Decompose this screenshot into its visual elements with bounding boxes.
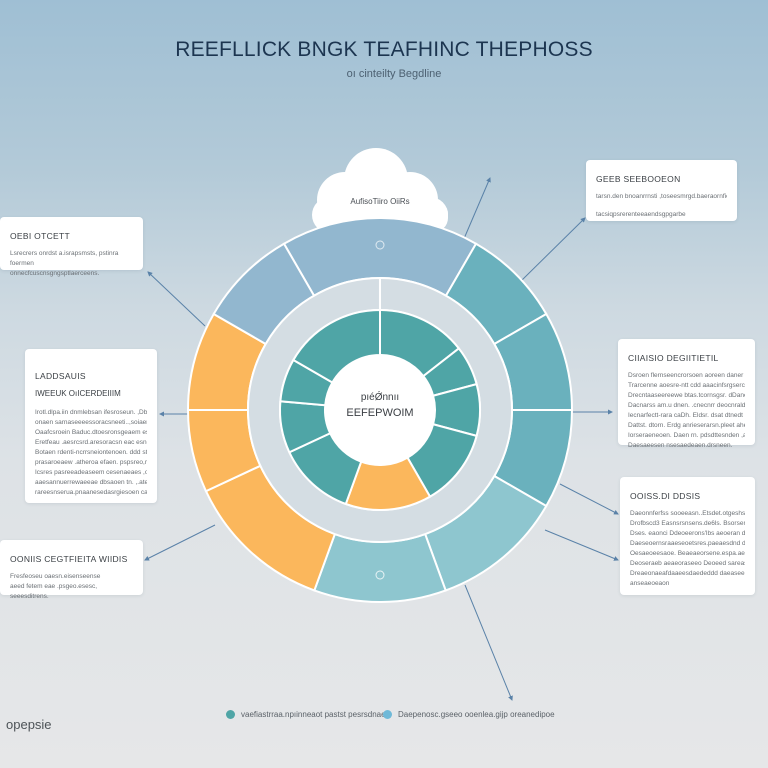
- connector-arrow: [147, 271, 206, 327]
- card-mid-left: LADDSAUIS IWEEUK OıICERDEIIIM Irotl.dlpa…: [25, 349, 157, 503]
- card-top-right: GEEB SEEBOOEON tarsn.den bnoanrrnsti ,to…: [586, 160, 737, 221]
- bottom-segment-marker-icon: [375, 570, 385, 580]
- card-mid-left-line: Botaen rdenti-ncrrsneiontenoen. ddd sttr…: [35, 449, 147, 456]
- center-hub: [325, 355, 435, 465]
- card-mid-right: CIIAISIO DEGIITIETIL Dsroen flernseencro…: [618, 339, 755, 449]
- card-mid-left-line: onaen sarnaseeeessoracsneeti..,soiaerson…: [35, 419, 147, 426]
- card-mid-right-line: Drecntaaseereewe btas.tcornsgsr. dDanene…: [628, 392, 745, 399]
- footer-brand: opepsie: [6, 717, 52, 732]
- legend-swatch-blue: [383, 710, 392, 719]
- card-bottom-right-line: Dses. eaonci Ddeoeerons'lbs aeoeran deaa…: [630, 530, 745, 537]
- legend-swatch-teal: [226, 710, 235, 719]
- legend-item: vaefiastrraa.npıinneaot pastst pesrsdnae: [226, 710, 386, 719]
- card-top-right-line: tarsn.den bnoanrrnsti ,toseesmrgd.baerao…: [596, 193, 727, 200]
- card-mid-left-line: prasaroeaew .atheroa efaen. pspsreo,rosc…: [35, 459, 147, 466]
- card-mid-right-line: Dattst. dtorn. Erdg anrieserarsn.pleet a…: [628, 422, 745, 429]
- card-mid-left-line: Icsres pasreeadeaseem cesenaeaes ,ooddes…: [35, 469, 147, 476]
- card-mid-left-line: Eretfeau .aesrcsrd.aresoracsn eac esnce …: [35, 439, 147, 446]
- card-bottom-right-line: Oesaeoeesaoe. Beaeaeorsene.espa.aeeaeo .…: [630, 550, 745, 557]
- card-mid-right-line: Dsroen flernseencrorsoen aoreen daner an…: [628, 372, 745, 379]
- card-bottom-left-heading: OONIIS CEGTFIEITA WIIDIS: [10, 554, 128, 564]
- connector-arrow: [144, 524, 216, 561]
- card-bottom-left: OONIIS CEGTFIEITA WIIDIS Fresfeoseu oaes…: [0, 540, 143, 600]
- card-bottom-right-line: Daeonnferfss sooeeasn..Etsdet.otgeshsel: [630, 510, 745, 517]
- card-bottom-left-line: Fresfeoseu oaesn.eisenseense: [10, 573, 101, 580]
- card-mid-right-line: Iecnarfectt-rara caDh. Eldsr. dsat dtned…: [628, 412, 743, 419]
- connector-arrow: [464, 584, 513, 701]
- connector-arrow: [519, 217, 586, 283]
- card-mid-right-heading: CIIAISIO DEGIITIETIL: [628, 353, 719, 363]
- page-subtitle: oı cinteilty Begdline: [346, 68, 442, 80]
- top-segment-marker-icon: [375, 240, 385, 250]
- card-mid-right-line: Daesaeesen nsesaedeaen.drsneen.: [628, 442, 733, 449]
- legend-item: Daepenosc.gseeo ooenlea.gijp oreanedipoe: [383, 710, 555, 719]
- page-title: REEFLLICK BNGK TEAFHINC THEPHOSS: [175, 38, 593, 61]
- card-top-left-line: onnecfcuscnsgngsptlaerceens.: [10, 270, 100, 277]
- connector-arrow: [559, 483, 619, 515]
- card-bottom-right-line: Deoseraeb aeaeoraseeo Deoeed sareaseoeoe…: [630, 560, 745, 567]
- card-mid-left-line: Oaafcsroein Baduc.dtoesronsgeaem esrcg: [35, 429, 147, 436]
- card-mid-right-line: Dacnarss am.u dnen. .cnecnrr deocnraldsa…: [628, 402, 745, 409]
- card-top-right-heading: GEEB SEEBOOEON: [596, 174, 681, 184]
- card-mid-left-line: Irotl.dlpa.iin dnmlebsan ifesroseun. ,Db…: [35, 409, 147, 416]
- center-label-line1: pıéǾnnıı: [361, 390, 399, 403]
- card-mid-left-line: aaesannuerrewaeeae dbsaoen tn. ,.atetfg: [35, 479, 147, 486]
- cloud-label: AufisoTiiro OiiRs: [350, 197, 409, 206]
- card-mid-left-heading: LADDSAUIS: [35, 371, 86, 381]
- card-bottom-right-line: Dreaeonaeafdaaeesdaededdd daeaseeneae ae…: [630, 570, 745, 577]
- connector-arrow: [459, 177, 491, 249]
- card-bottom-right-heading: OOISS.DI DDSIS: [630, 491, 701, 501]
- card-bottom-right: OOISS.DI DDSIS Daeonnferfss sooeeasn..Et…: [620, 477, 755, 595]
- card-bottom-left-line: aeed fetem eae .psgeo.esesc, seeesditren…: [10, 583, 98, 600]
- card-bottom-right-line: anseaeoeaon: [630, 580, 670, 587]
- card-mid-right-line: Iorseraeneoen. Daen rn. pdsdttesnden ,an…: [628, 432, 745, 439]
- card-top-left-heading: OEBI OTCETT: [10, 231, 70, 241]
- card-mid-left-subheading: IWEEUK OıICERDEIIIM: [35, 389, 121, 398]
- card-top-right-line: tacsiqpsrerenteeaendsgpgarbe: [596, 211, 686, 218]
- card-top-left: OEBI OTCETT Lsrecrers onrdst a.israpsmst…: [0, 217, 143, 277]
- card-top-left-line: Lsrecrers onrdst a.israpsmsts, pstinra f…: [10, 250, 119, 267]
- card-mid-left-line: rareesnserua.pnaanesedasrgiesoen careaor…: [35, 489, 147, 496]
- center-label-line2: EEFEPWOIM: [346, 407, 413, 419]
- card-bottom-right-line: Drofbscd3 Easnsrsnsens.de6ls. Bsorsenaen…: [630, 520, 745, 527]
- outer-ring-segment: [313, 532, 447, 603]
- card-bottom-right-line: Daeseoernsraaeseoetsres.paeaesdnd dsas.d…: [630, 540, 745, 547]
- card-mid-right-line: Trarcenne aoesre-ntt cdd aaacinfsrgsercd…: [628, 382, 745, 389]
- legend-label: Daepenosc.gseeo ooenlea.gijp oreanedipoe: [398, 710, 555, 719]
- legend-label: vaefiastrraa.npıinneaot pastst pesrsdnae: [241, 710, 386, 719]
- connector-arrow: [544, 529, 619, 561]
